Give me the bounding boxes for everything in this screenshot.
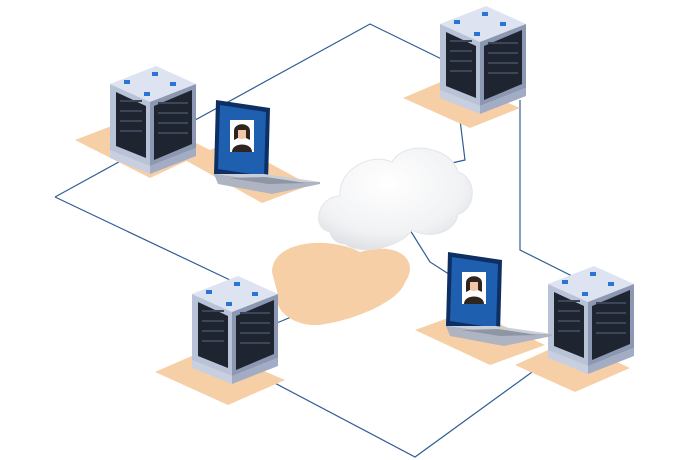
link-line: [409, 229, 456, 279]
link-line: [519, 100, 591, 286]
user-avatar-icon: [462, 272, 486, 304]
cloud-icon: [318, 147, 473, 251]
laptop-upper-icon: [214, 100, 320, 194]
server-bottom-right-icon: [548, 266, 634, 374]
user-avatar-icon: [230, 120, 254, 152]
link-line: [54, 196, 231, 281]
floor-shadow: [272, 242, 410, 326]
laptop-lower-icon: [446, 252, 552, 346]
server-bottom-left-icon: [192, 276, 278, 384]
server-top-left-icon: [110, 66, 196, 174]
server-top-right-icon: [440, 6, 526, 114]
link-line: [249, 329, 591, 458]
